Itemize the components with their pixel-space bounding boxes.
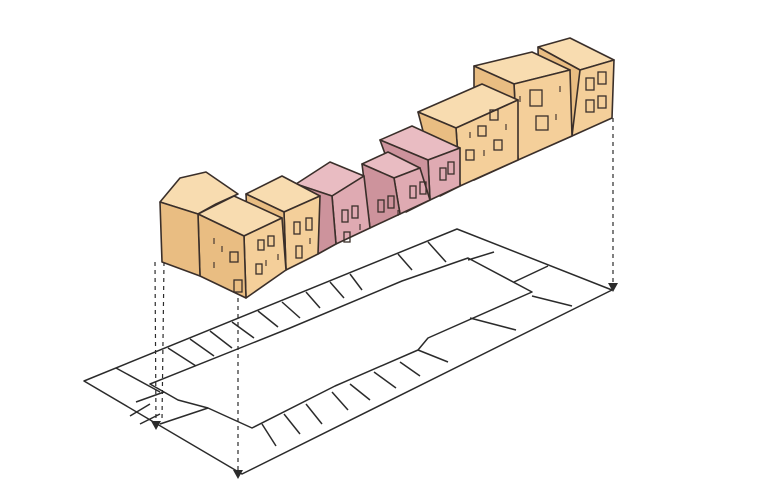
building-pink-mid (361, 151, 431, 229)
plan-room-dividers (115, 241, 573, 447)
building-row (159, 37, 615, 299)
floor-plan (83, 228, 613, 475)
building-texture (213, 86, 561, 268)
arrow-down-icon (233, 470, 243, 479)
projection-lines (151, 118, 618, 479)
arrow-down-icon (608, 283, 618, 292)
plan-courtyard (149, 257, 533, 429)
building-far-left (159, 171, 239, 277)
arrow-down-icon (151, 421, 161, 430)
building-windows (229, 71, 607, 293)
